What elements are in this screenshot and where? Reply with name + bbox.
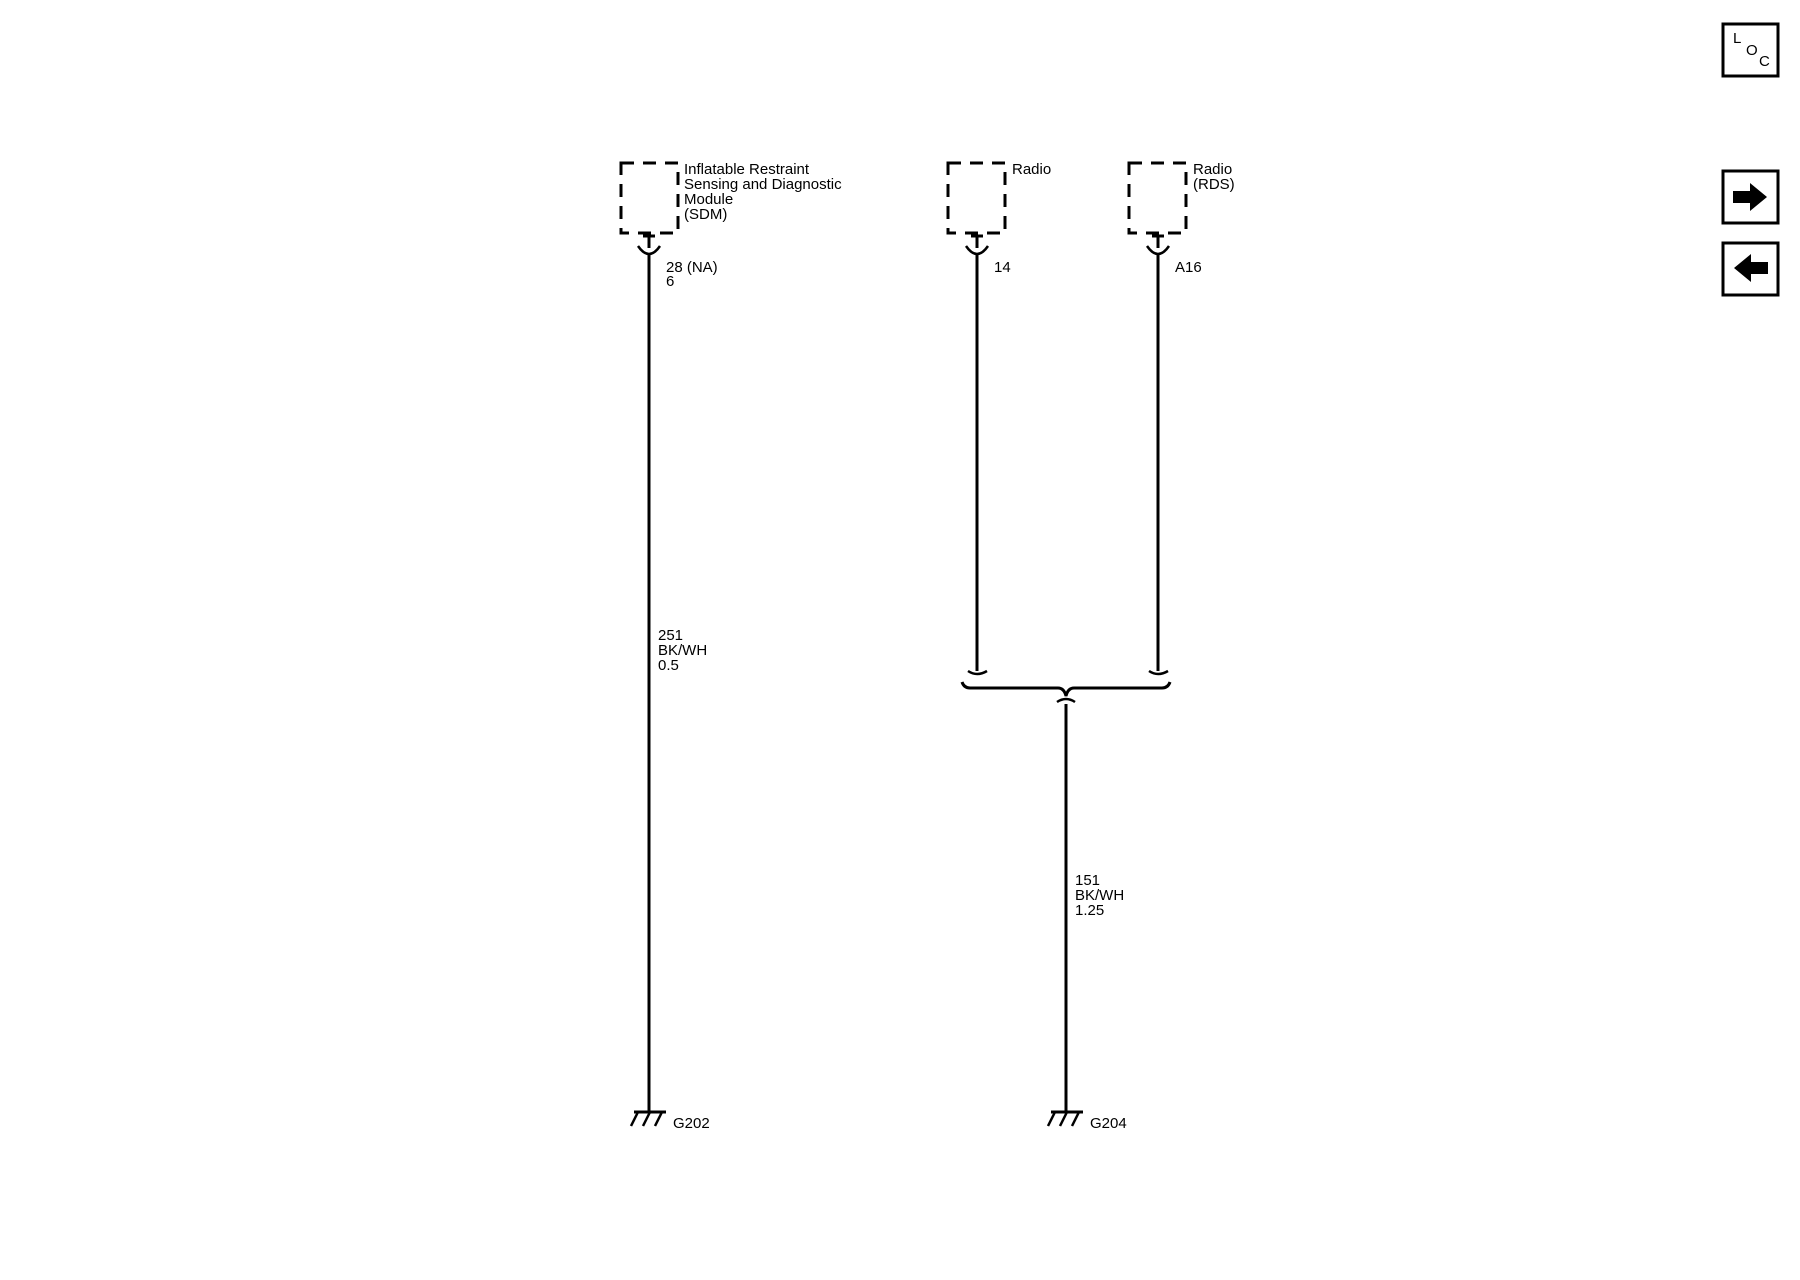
radio-connector-icon bbox=[964, 234, 990, 256]
sdm-label-line4: (SDM) bbox=[684, 206, 727, 223]
loc-o-letter: O bbox=[1746, 42, 1758, 59]
splice-junction bbox=[960, 669, 1172, 704]
ground-g202-icon bbox=[629, 1110, 666, 1127]
sdm-connector-icon bbox=[636, 234, 662, 256]
radio-rds-dashed-box bbox=[1127, 161, 1188, 235]
forward-button[interactable] bbox=[1721, 169, 1780, 225]
loc-button[interactable]: L O C bbox=[1721, 22, 1780, 78]
arrow-right-icon bbox=[1733, 183, 1767, 211]
radio-label-line1: Radio bbox=[1012, 161, 1051, 178]
back-button[interactable] bbox=[1721, 241, 1780, 297]
radio-rds-label-line1: Radio bbox=[1193, 161, 1232, 178]
sdm-component: Inflatable Restraint Sensing and Diagnos… bbox=[619, 161, 842, 290]
ground-g202-label: G202 bbox=[673, 1115, 710, 1132]
sdm-label-line2: Sensing and Diagnostic bbox=[684, 176, 842, 193]
sdm-pin-primary: 28 (NA) bbox=[666, 259, 718, 276]
radio-rds-label-line2: (RDS) bbox=[1193, 176, 1235, 193]
wire-151-color: BK/WH bbox=[1075, 887, 1124, 904]
radio-rds-connector-icon bbox=[1145, 234, 1171, 256]
radio-component: Radio 14 bbox=[946, 161, 1051, 276]
radio-rds-component: Radio (RDS) A16 bbox=[1127, 161, 1235, 276]
loc-c-letter: C bbox=[1759, 53, 1770, 70]
wire-151-size: 1.25 bbox=[1075, 902, 1104, 919]
arrow-left-icon bbox=[1734, 254, 1768, 282]
wire-251-circuit: 251 bbox=[658, 627, 683, 644]
ground-g204-label: G204 bbox=[1090, 1115, 1127, 1132]
wire-151-circuit: 151 bbox=[1075, 872, 1100, 889]
sdm-label-line1: Inflatable Restraint bbox=[684, 161, 810, 178]
radio-dashed-box bbox=[946, 161, 1007, 235]
sdm-pin-secondary: 6 bbox=[666, 273, 674, 290]
radio-rds-pin: A16 bbox=[1175, 259, 1202, 276]
wire-251-color: BK/WH bbox=[658, 642, 707, 659]
radio-pin: 14 bbox=[994, 259, 1011, 276]
loc-l-letter: L bbox=[1733, 30, 1741, 47]
wire-251-size: 0.5 bbox=[658, 657, 679, 674]
sdm-dashed-box bbox=[619, 161, 680, 235]
sdm-label-line3: Module bbox=[684, 191, 733, 208]
ground-g204-icon bbox=[1046, 1110, 1083, 1127]
